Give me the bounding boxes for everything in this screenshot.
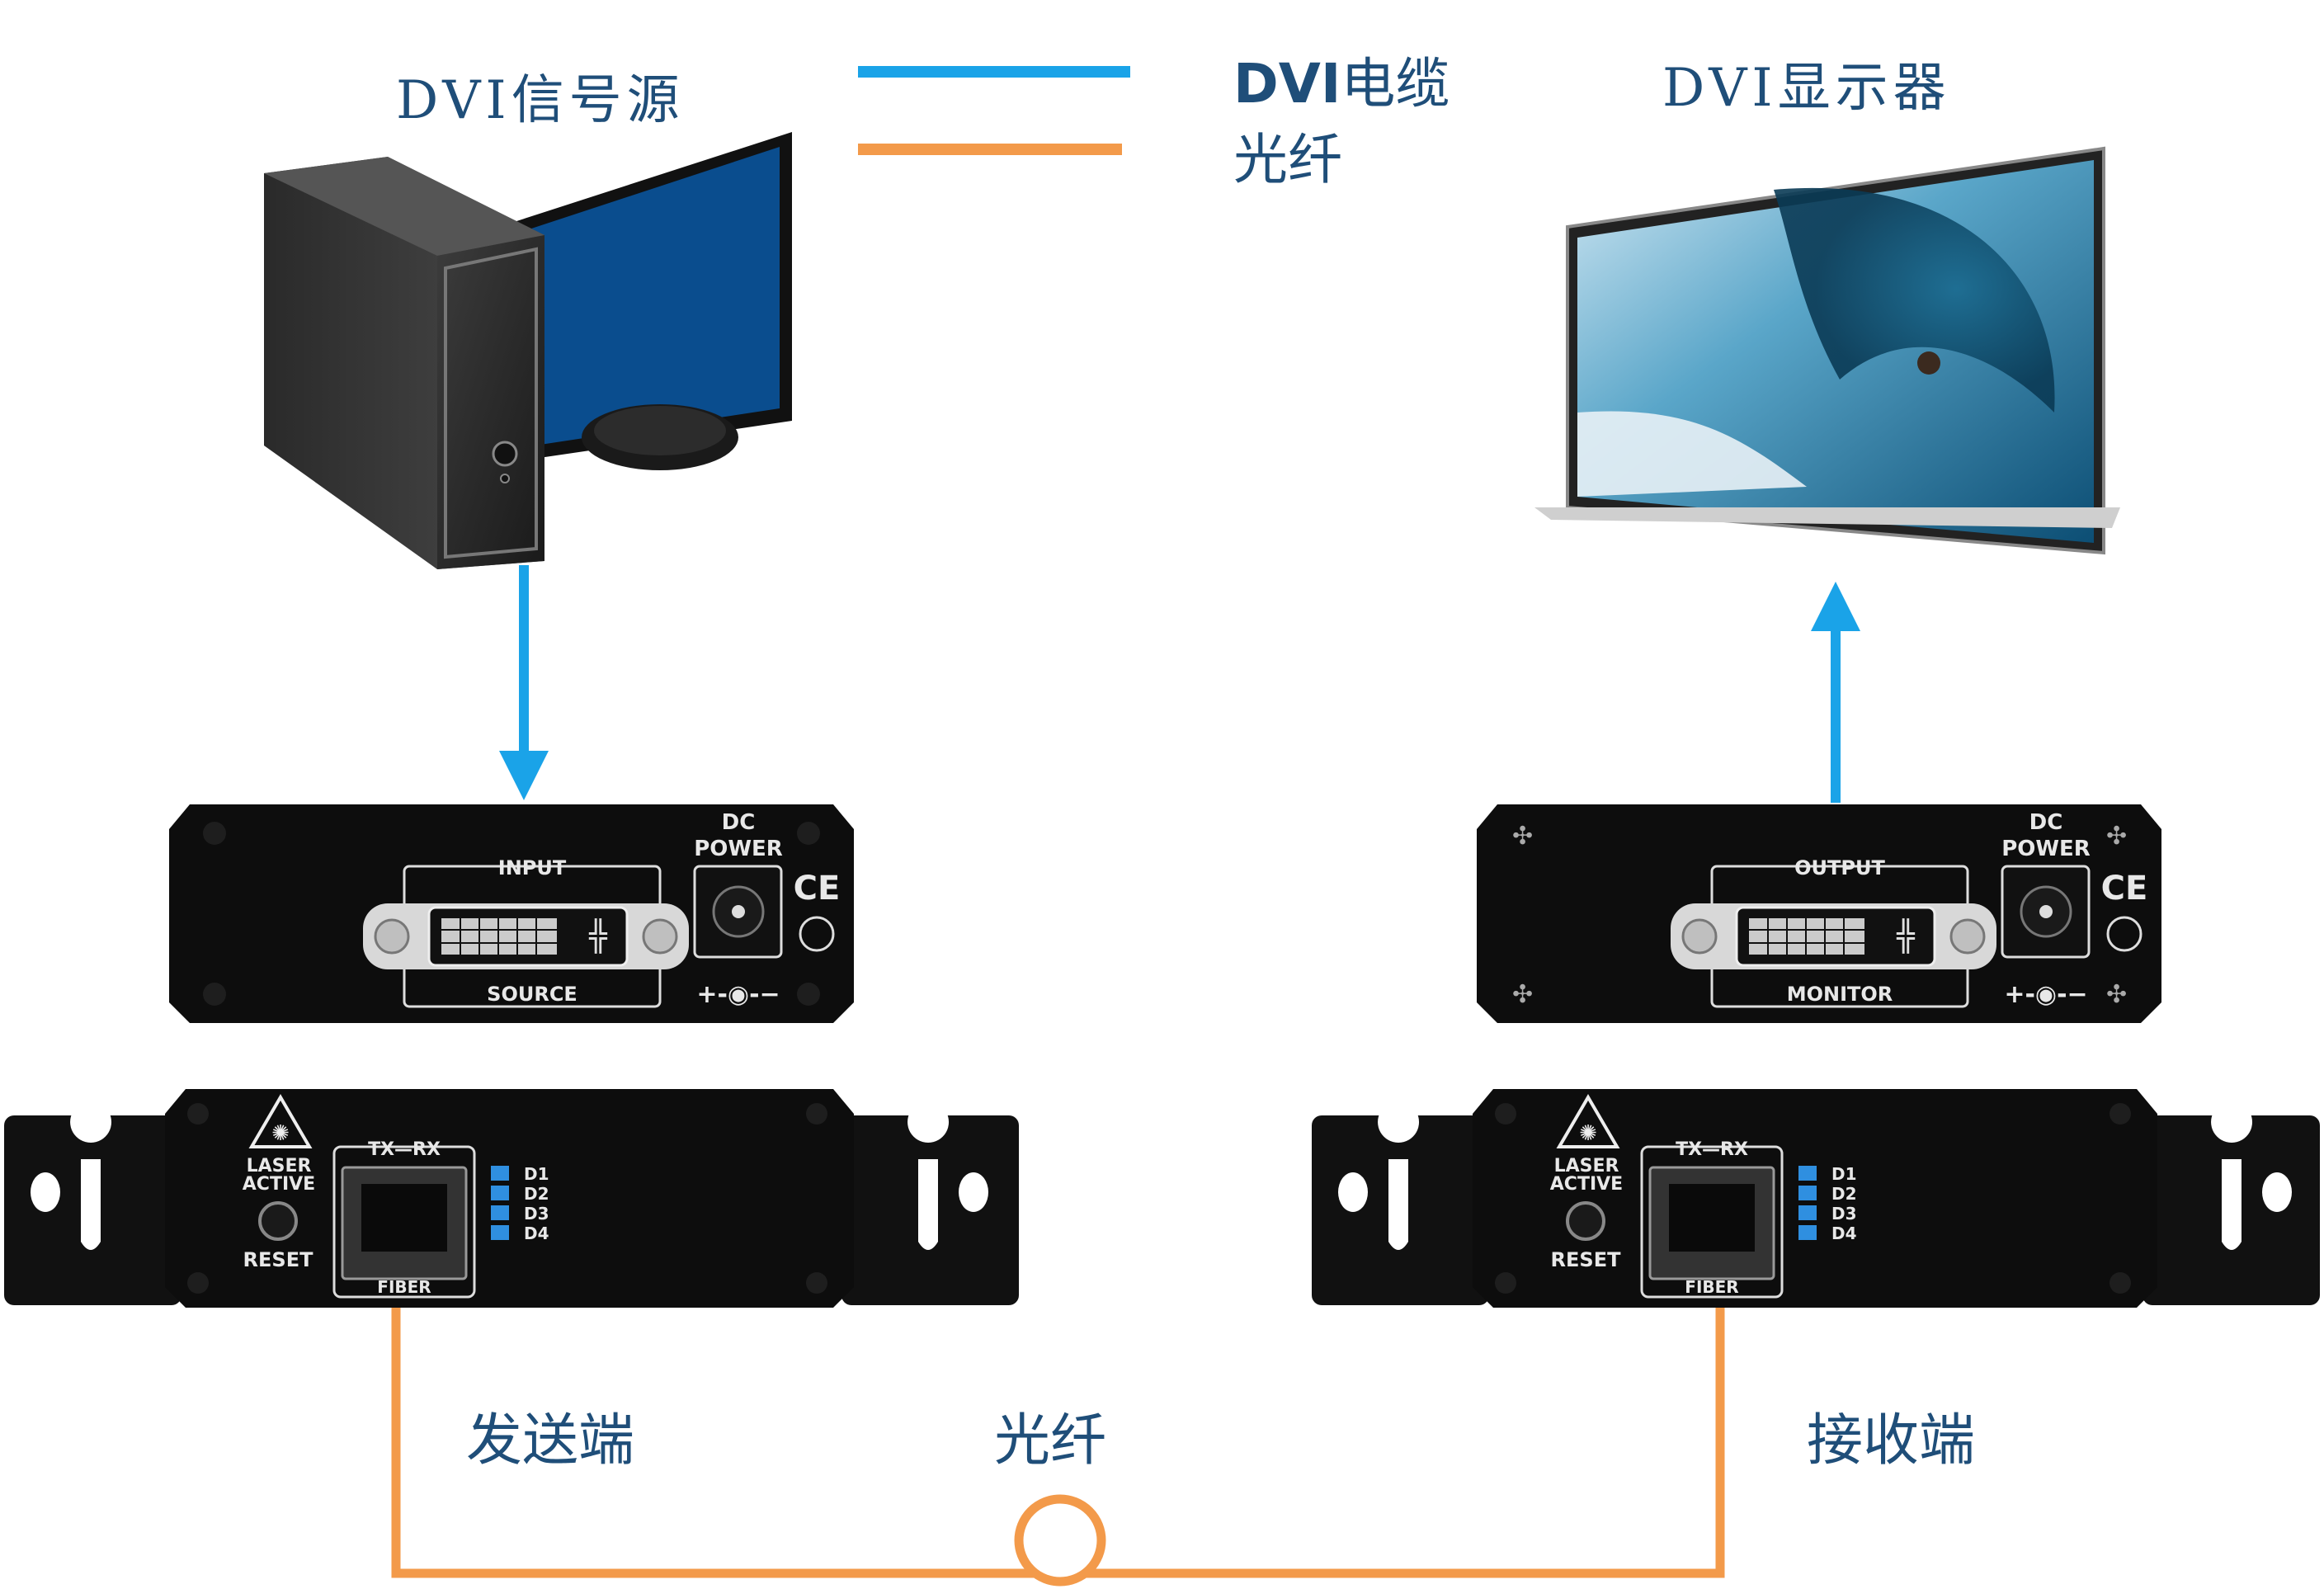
legend-dvi-suffix: 电缆 — [1341, 52, 1450, 116]
rx-led-d4: D4 — [1831, 1224, 1857, 1243]
monitor-screen — [524, 147, 780, 447]
tx-fiber-port-top: TX—RX — [368, 1139, 441, 1160]
tx-power-line2: POWER — [694, 837, 783, 861]
source-label: DVI信号源 — [396, 70, 685, 131]
sender-label: 发送端 — [466, 1408, 635, 1473]
tower-top — [264, 157, 544, 256]
rx-power-line1: DC — [2029, 810, 2063, 835]
fiber-center-label: 光纤 — [994, 1408, 1107, 1473]
rx-port-bottom-label: MONITOR — [1787, 983, 1893, 1006]
receiver-label: 接收端 — [1807, 1408, 1976, 1473]
legend-dvi-label: DVI电缆 — [1233, 40, 1450, 119]
legend-dvi-line — [858, 66, 1130, 78]
rx-led-d2: D2 — [1831, 1184, 1857, 1204]
tx-ce-mark: CE — [794, 870, 841, 908]
tx-fiber-port-bottom: FIBER — [377, 1277, 431, 1297]
rx-power-line2: POWER — [2001, 837, 2091, 861]
rx-led-d3: D3 — [1831, 1204, 1857, 1224]
rx-polarity: +-◉-− — [2004, 980, 2087, 1009]
rx-port-top-label: OUTPUT — [1794, 856, 1885, 879]
fiber-coil — [1014, 1494, 1106, 1587]
tx-led-d2: D2 — [524, 1184, 549, 1204]
tx-polarity: +-◉-− — [696, 980, 780, 1009]
tower-front — [437, 235, 544, 569]
svg-text:╬: ╬ — [1896, 918, 1916, 954]
rx-laser-line1: LASER — [1554, 1156, 1619, 1176]
legend-fiber-label: 光纤 — [1233, 128, 1342, 191]
display-label: DVI显示器 — [1662, 58, 1951, 119]
rx-led-group — [1798, 1166, 1817, 1240]
tv-stand — [1534, 507, 2120, 528]
tx-led-d4: D4 — [524, 1224, 549, 1243]
svg-text:✣: ✣ — [2106, 980, 2127, 1009]
rx-led-d1: D1 — [1831, 1164, 1857, 1184]
fiber-link — [391, 1308, 1725, 1587]
legend-fiber-line — [858, 144, 1122, 155]
rx-reset-button — [1566, 1201, 1605, 1241]
tx-power-line1: DC — [722, 810, 756, 835]
tx-port-bottom-label: SOURCE — [487, 983, 577, 1006]
tx-laser-line2: ACTIVE — [243, 1174, 315, 1195]
surfer — [1917, 351, 1940, 375]
tv-illustration — [1534, 146, 2120, 555]
tx-reset-button — [258, 1201, 298, 1241]
rx-fiber-module: ✺ LASER ACTIVE RESET TX—RX FIBER D1 D2 D… — [1312, 1089, 2320, 1308]
tx-laser-line1: LASER — [247, 1156, 312, 1176]
dvi-cable-down-arrow — [499, 565, 549, 800]
computer-illustration — [264, 132, 792, 569]
rx-fiber-port-bottom: FIBER — [1685, 1277, 1738, 1297]
tx-led-d1: D1 — [524, 1164, 549, 1184]
svg-text:✣: ✣ — [1512, 822, 1533, 851]
svg-text:✣: ✣ — [1512, 980, 1533, 1009]
svg-text:╬: ╬ — [588, 918, 608, 954]
power-button — [492, 441, 518, 467]
dvi-cable-up-arrow — [1811, 582, 1860, 803]
rx-dvi-panel: ✣ ✣ ✣ ✣ ╬ OUTPUT MONITOR DC POWER +-◉-− … — [1477, 804, 2161, 1023]
legend-dvi-prefix: DVI — [1233, 52, 1341, 116]
tx-led-d3: D3 — [524, 1204, 549, 1224]
legend: DVI电缆 光纤 — [858, 33, 1468, 191]
rx-fiber-port-top: TX—RX — [1676, 1139, 1748, 1160]
svg-text:✺: ✺ — [1579, 1121, 1597, 1146]
rx-reset-label: RESET — [1551, 1248, 1622, 1271]
svg-text:✣: ✣ — [2106, 822, 2127, 851]
rx-ce-mark: CE — [2101, 870, 2148, 908]
rx-laser-line2: ACTIVE — [1550, 1174, 1623, 1195]
tx-led-group — [491, 1166, 509, 1240]
tx-dvi-panel: ╬ INPUT SOURCE DC POWER +-◉-− CE — [169, 804, 854, 1023]
svg-text:✺: ✺ — [271, 1121, 290, 1146]
tx-port-top-label: INPUT — [498, 856, 567, 879]
tx-fiber-module: ✺ LASER ACTIVE RESET TX—RX FIBER D1 D2 D… — [4, 1089, 1019, 1308]
tx-reset-label: RESET — [243, 1248, 314, 1271]
